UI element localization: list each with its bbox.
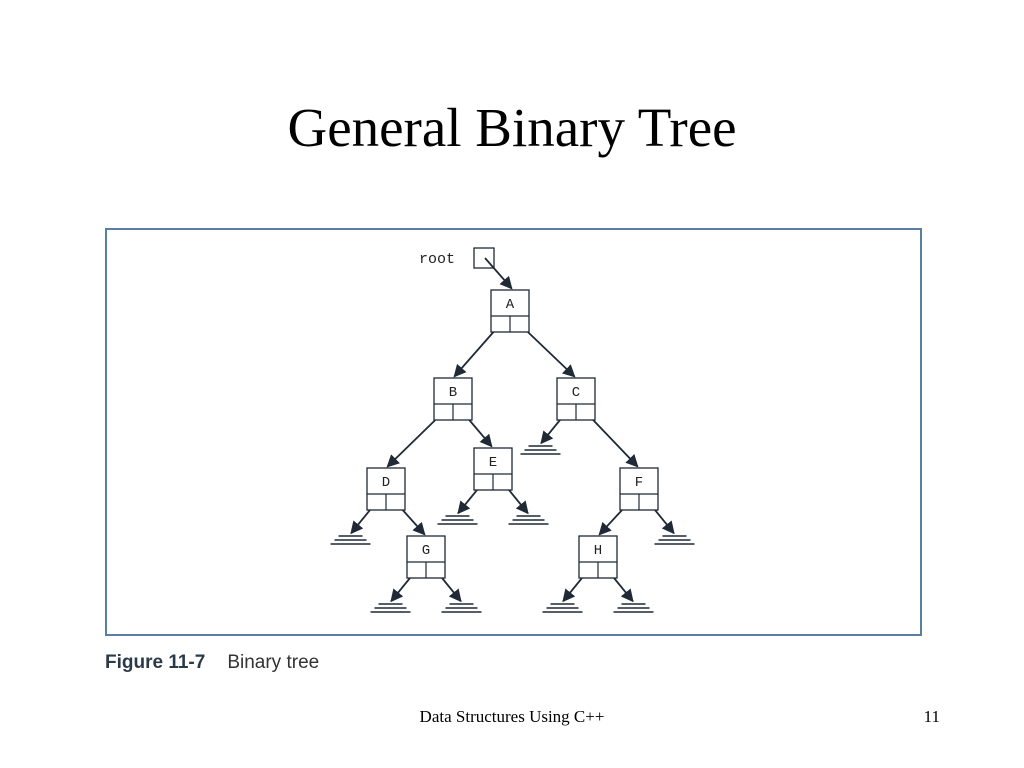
tree-node-G: G — [406, 535, 446, 579]
node-label-C: C — [572, 385, 580, 401]
node-label-D: D — [382, 475, 390, 491]
tree-node-H: H — [578, 535, 618, 579]
slide-title: General Binary Tree — [287, 97, 737, 158]
node-label-B: B — [449, 385, 457, 401]
slide-number: 11 — [923, 707, 940, 726]
edge-A-B — [453, 323, 502, 378]
edge-C-F — [584, 411, 639, 468]
figure-caption-text: Binary tree — [227, 652, 320, 673]
node-label-H: H — [594, 543, 602, 559]
edge-A-C — [518, 323, 576, 378]
null-pointer-E-R — [501, 481, 549, 525]
figure-number: Figure 11-7 — [105, 652, 206, 673]
tree-node-B: B — [433, 377, 473, 421]
root-pointer-arrow — [484, 257, 513, 290]
figure-caption: Figure 11-7 Binary tree — [105, 652, 319, 674]
tree-node-D: D — [366, 467, 406, 511]
node-label-G: G — [422, 543, 430, 559]
null-pointer-G-R — [434, 569, 482, 613]
slide-footer: Data Structures Using C++ — [419, 707, 605, 726]
root-label: root — [419, 251, 455, 268]
tree-node-A: A — [490, 289, 530, 333]
binary-tree-figure: root A B C D E F G H — [105, 228, 922, 636]
binary-tree-diagram: root A B C D E F G H — [330, 247, 695, 613]
tree-node-C: C — [556, 377, 596, 421]
node-label-F: F — [635, 475, 643, 491]
node-label-E: E — [489, 455, 497, 471]
node-label-A: A — [506, 297, 515, 313]
tree-node-F: F — [619, 467, 659, 511]
tree-node-E: E — [473, 447, 513, 491]
edge-B-D — [386, 411, 445, 468]
